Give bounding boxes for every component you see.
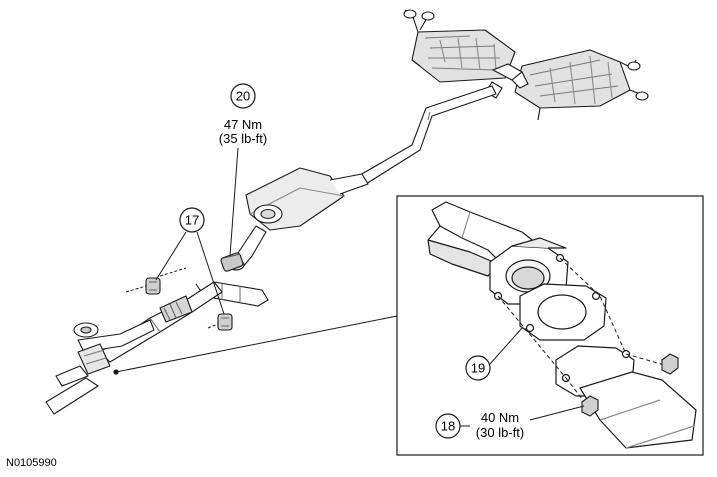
callout-19-leader [489, 327, 523, 365]
callout-18: 18 40 Nm (30 lb-ft) [435, 405, 585, 440]
callout-18-torque-lbft: (30 lb-ft) [476, 425, 524, 440]
callout-20-circle [230, 83, 256, 109]
mounting-studs [125, 267, 219, 329]
callout-18-torque-nm: 40 Nm [481, 410, 519, 425]
detail-alignment-lines [497, 257, 669, 405]
callout-20-leader [229, 147, 239, 257]
detail-inset: 19 18 40 Nm (30 lb-ft) [396, 195, 704, 456]
callout-19-number: 19 [471, 361, 485, 376]
detail-leader [113, 315, 398, 375]
callout-19-circle [465, 355, 491, 381]
detail-nut-lower [581, 395, 599, 417]
callout-18-leader [529, 405, 585, 421]
callout-20-number: 20 [236, 89, 250, 104]
detail-gasket [519, 283, 607, 341]
callout-17-leader-left [155, 231, 187, 281]
center-muffler [245, 167, 369, 231]
callout-20-torque-nm: 47 Nm [224, 117, 262, 132]
callout-20: 20 47 Nm (35 lb-ft) [219, 83, 267, 257]
rear-muffler-right [514, 49, 649, 121]
callout-17-circle [179, 207, 205, 233]
insulator-left [145, 277, 161, 295]
callout-17-leader-right [196, 231, 225, 315]
callout-17-number: 17 [185, 213, 199, 228]
callout-19: 19 [465, 327, 523, 381]
detail-lower-pipe [555, 345, 697, 449]
callout-20-torque-lbft: (35 lb-ft) [219, 131, 267, 146]
callout-18-number: 18 [441, 419, 455, 434]
figure-id: N0105990 [6, 457, 57, 469]
mid-pipe [359, 85, 497, 185]
callout-17: 17 [155, 207, 225, 315]
rear-muffler-left [403, 9, 516, 83]
detail-nut-upper [661, 353, 679, 375]
insulator-right [217, 313, 233, 331]
front-pipe-assembly [45, 281, 223, 415]
